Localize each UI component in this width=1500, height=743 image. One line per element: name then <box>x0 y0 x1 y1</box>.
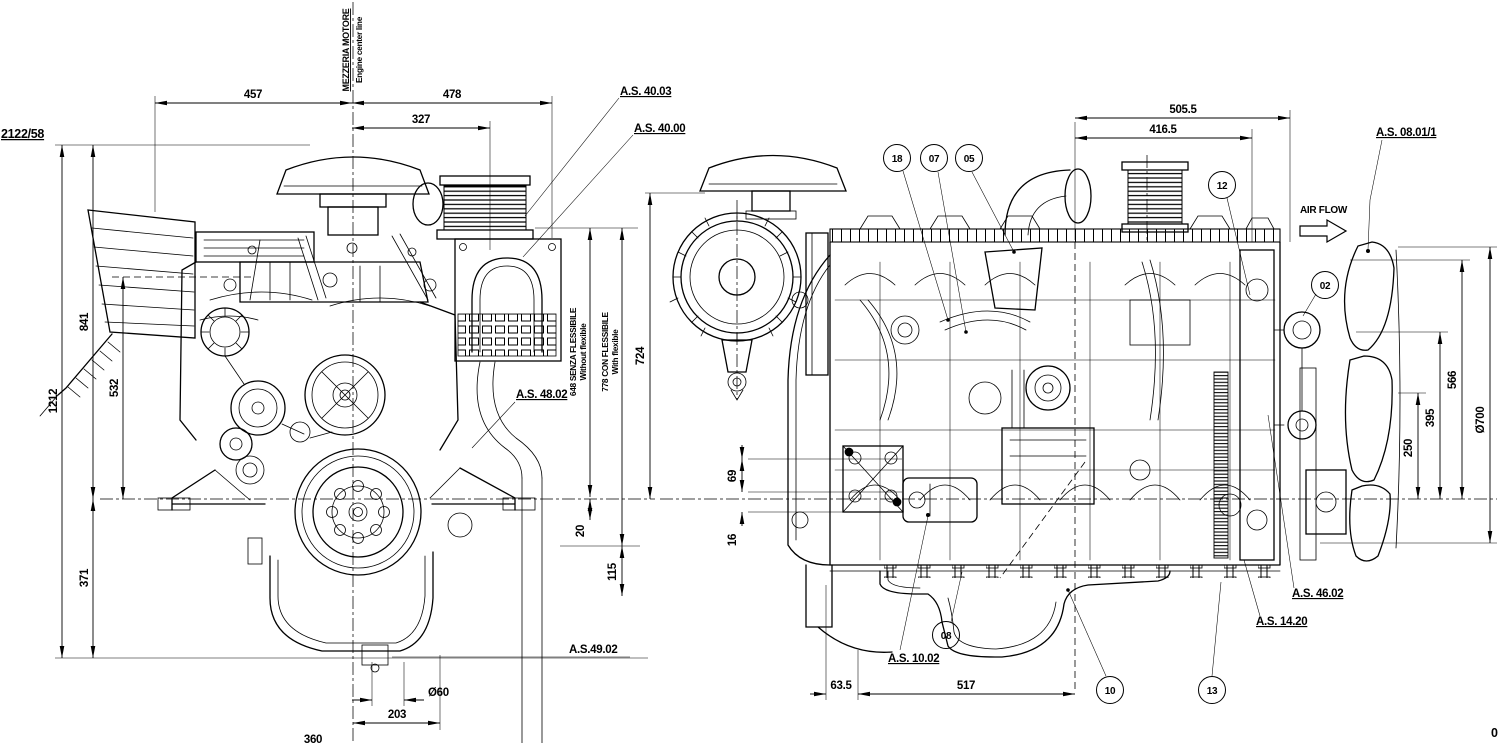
callout-08: 08 <box>941 631 952 642</box>
callout-bubble-07 <box>920 144 948 172</box>
callout-bubble-18 <box>883 144 911 172</box>
crank-damper-pulley <box>294 448 422 576</box>
dim-517: 517 <box>957 680 975 692</box>
dim-416-5: 416.5 <box>1149 124 1177 136</box>
callout-bubble-10 <box>1096 676 1124 704</box>
callouts: 18 07 05 12 02 08 10 13 <box>883 144 1339 704</box>
engine-centerline-label-it: MEZZERIA MOTORE <box>341 8 351 91</box>
side-view-drawing <box>660 154 1497 690</box>
exhaust-heat-shield <box>39 209 196 417</box>
callout-12: 12 <box>1217 181 1228 192</box>
callout-07: 07 <box>929 154 940 165</box>
air-filter-element <box>412 175 534 240</box>
dim-203: 203 <box>388 709 406 721</box>
dim-505-5: 505.5 <box>1169 104 1197 116</box>
engine-centerline-label-en: Engine center line <box>354 16 364 83</box>
dim-724: 724 <box>635 346 647 365</box>
annotation-texts: 2122/58 MEZZERIA MOTORE Engine center li… <box>1 8 1498 740</box>
corner-fragment: 0 <box>1491 726 1498 740</box>
dim-d60: Ø60 <box>428 687 449 699</box>
callout-10: 10 <box>1105 686 1116 697</box>
dim-115: 115 <box>607 562 619 581</box>
dim-1212: 1212 <box>48 389 60 413</box>
label-as-46-02: A.S. 46.02 <box>1292 588 1343 600</box>
dim-16: 16 <box>727 534 739 546</box>
dim-327: 327 <box>412 114 430 126</box>
dim-566: 566 <box>1447 371 1459 389</box>
air-cleaner-cap <box>276 156 430 236</box>
side-view-dimensions: 505.5 416.5 724 69 16 63.5 517 566 395 2… <box>635 104 1497 700</box>
air-flow-label: AIR FLOW <box>1300 205 1348 216</box>
dim-648-without-flexible: Without flexible <box>578 323 588 381</box>
front-oil-pan <box>247 537 434 673</box>
cylinder-head-top <box>829 215 1281 243</box>
drawing-ref-number: 2122/58 <box>1 127 44 141</box>
dim-395: 395 <box>1425 408 1437 427</box>
dim-457: 457 <box>244 89 262 101</box>
label-as-10-02: A.S. 10.02 <box>888 653 939 665</box>
label-as-08-01-1: A.S. 08.01/1 <box>1376 127 1437 139</box>
starter-motor <box>902 477 978 523</box>
pan-diagonal-centerline <box>999 461 1086 579</box>
cooling-fan <box>1343 241 1401 562</box>
air-cleaner-housing <box>454 238 562 362</box>
engine-block-side <box>787 241 1281 653</box>
callout-bubble-05 <box>955 144 983 172</box>
dim-648-senza-flessibile: 648 SENZA FLESSIBILE <box>568 307 578 396</box>
callout-05: 05 <box>964 154 975 165</box>
dim-841: 841 <box>79 312 91 331</box>
valve-cover-assembly <box>179 231 459 451</box>
turbo-elbow <box>1004 168 1092 236</box>
dim-532: 532 <box>109 379 121 397</box>
callout-13: 13 <box>1207 686 1218 697</box>
dim-360-partial: 360 <box>304 734 322 743</box>
engine-mounts <box>157 467 536 511</box>
dim-478: 478 <box>443 89 462 101</box>
fan-drive-assembly <box>1213 249 1347 561</box>
callout-bubble-08 <box>932 621 960 649</box>
dim-d700: Ø700 <box>1475 407 1487 434</box>
callout-18: 18 <box>892 154 903 165</box>
outlet-duct <box>476 361 543 743</box>
callout-bubble-13 <box>1198 676 1226 704</box>
label-as-14-20: A.S. 14.20 <box>1256 616 1307 628</box>
mounting-plate <box>842 445 904 513</box>
dim-20: 20 <box>575 525 587 537</box>
exhaust-bellows <box>1121 161 1189 233</box>
dim-371: 371 <box>79 568 91 587</box>
dim-63-5: 63.5 <box>830 680 852 692</box>
callout-bubble-02 <box>1311 271 1339 299</box>
callout-bubble-12 <box>1208 171 1236 199</box>
label-as-40-00: A.S. 40.00 <box>634 123 685 135</box>
air-cleaner-body-end <box>669 212 829 401</box>
front-pulleys <box>200 307 473 538</box>
side-air-cleaner-cap <box>699 154 847 220</box>
label-as-49-02: A.S.49.02 <box>569 644 617 656</box>
dim-250: 250 <box>1403 439 1415 457</box>
front-view-drawing <box>39 2 655 743</box>
dim-69: 69 <box>727 470 739 482</box>
label-as-48-02: A.S. 48.02 <box>516 389 567 401</box>
label-as-40-03: A.S. 40.03 <box>620 86 671 98</box>
callout-02: 02 <box>1320 281 1331 292</box>
dim-778-con-flessibile: 778 CON FLESSIBILE <box>600 312 610 392</box>
dim-778-with-flexible: With flexible <box>610 329 620 375</box>
air-flow-arrow-icon <box>1299 218 1348 244</box>
front-view-dimensions: 457 478 327 1212 841 532 371 648 SENZA F… <box>48 86 686 743</box>
side-oil-pan <box>879 565 1273 658</box>
